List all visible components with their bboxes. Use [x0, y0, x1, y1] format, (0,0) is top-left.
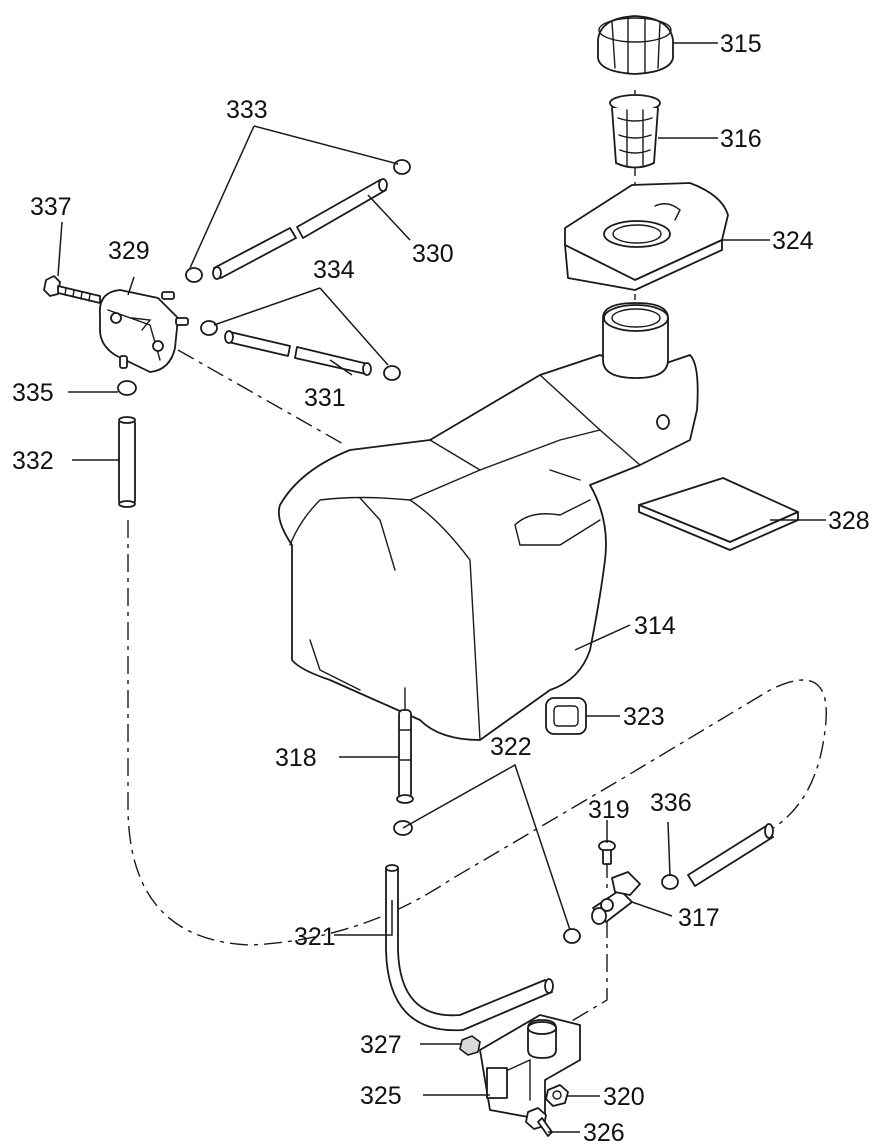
clamp-333-top [393, 159, 411, 175]
bracket-nut-327 [459, 1035, 481, 1056]
clamp-334-left [200, 320, 218, 336]
clamp-322-lower [563, 928, 581, 944]
callout-320: 320 [603, 1083, 645, 1111]
bracket-bolt-326 [525, 1107, 553, 1137]
fuel-pump [98, 289, 189, 373]
clamp-335 [117, 380, 137, 396]
callout-316: 316 [720, 125, 762, 153]
callout-335: 335 [12, 379, 54, 407]
callout-322: 322 [490, 733, 532, 761]
fuel-shutoff-valve [591, 871, 641, 925]
valve-bracket [479, 1014, 581, 1121]
fuel-pickup-tube [396, 687, 414, 804]
hose-routing-dashed-line-left [127, 520, 827, 946]
fuel-hose-upper [212, 178, 388, 280]
callout-330: 330 [412, 240, 454, 268]
valve-screw [598, 840, 616, 865]
grommet [545, 697, 587, 735]
tank-cover-shroud [564, 182, 729, 291]
bracket-nut-320 [545, 1084, 569, 1107]
callout-331: 331 [304, 384, 346, 412]
hose-clamps [117, 159, 679, 944]
callout-318: 318 [275, 744, 317, 772]
fuel-hose-middle [224, 330, 372, 376]
callout-326: 326 [583, 1119, 625, 1145]
callout-317: 317 [678, 904, 720, 932]
callout-327: 327 [360, 1031, 402, 1059]
callout-332: 332 [12, 447, 54, 475]
callout-334: 334 [313, 256, 355, 284]
fuel-strainer [609, 94, 661, 169]
callout-leader-lines [57, 42, 826, 1133]
callout-336: 336 [650, 789, 692, 817]
callout-329: 329 [108, 237, 150, 265]
fuel-hose-vertical [118, 416, 136, 508]
clamp-334-right [383, 365, 401, 381]
fuel-hose-curved [385, 864, 554, 1032]
fuel-cap [597, 15, 674, 75]
callout-315: 315 [720, 30, 762, 58]
callout-321: 321 [294, 923, 336, 951]
callout-333: 333 [226, 96, 268, 124]
pump-to-tank-dashed-line [177, 349, 346, 446]
callout-324: 324 [772, 227, 814, 255]
callout-337: 337 [30, 193, 72, 221]
pump-mounting-bolt [43, 275, 101, 304]
clamp-336 [661, 874, 679, 890]
callout-314: 314 [634, 612, 676, 640]
fuel-hose-short-right [687, 823, 774, 887]
callout-328: 328 [828, 507, 870, 535]
callout-323: 323 [623, 703, 665, 731]
callout-319: 319 [588, 796, 630, 824]
valve-to-bracket-dashed-line [539, 920, 608, 1041]
fuel-tank [277, 302, 699, 741]
clamp-333-lower [185, 267, 203, 283]
callout-325: 325 [360, 1082, 402, 1110]
tank-pad [638, 477, 799, 551]
